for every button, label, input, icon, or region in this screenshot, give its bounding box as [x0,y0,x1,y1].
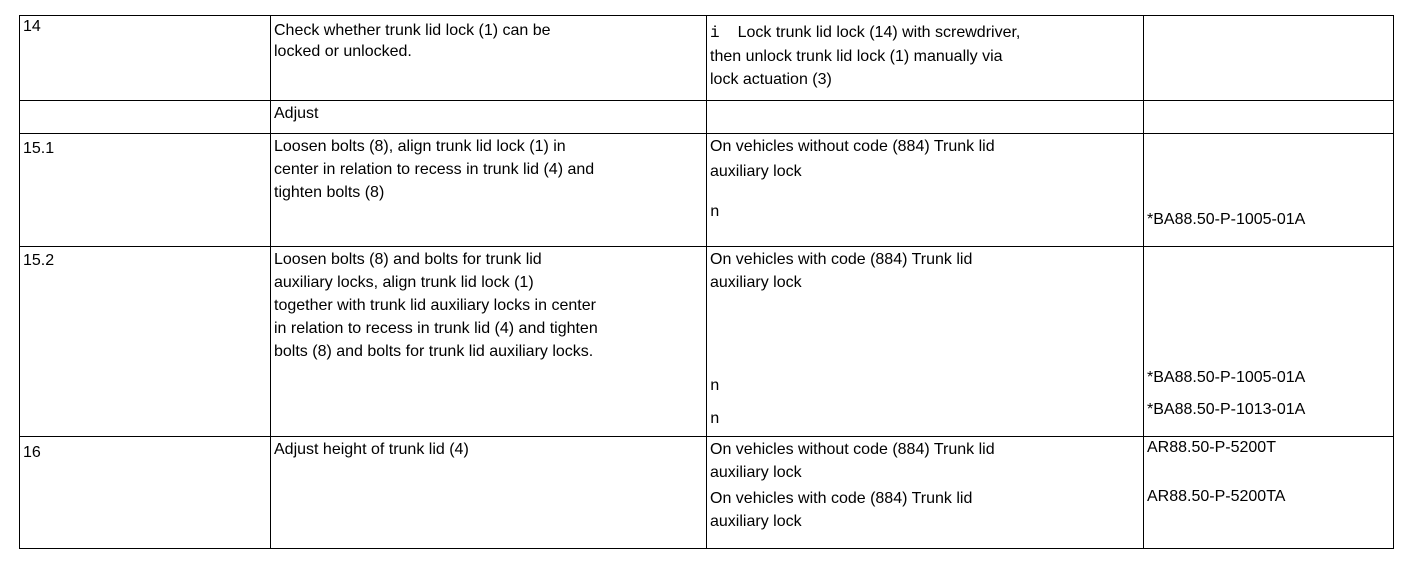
step-number: 15.1 [19,133,271,247]
step-number: 16 [19,436,271,549]
operation-line: in relation to recess in trunk lid (4) a… [274,320,598,337]
operation-line: bolts (8) and bolts for trunk lid auxili… [274,343,594,360]
operation-cell: Adjust [270,100,707,134]
ref-cell: *BA88.50-P-1005-01A [1143,133,1394,247]
table-row: Adjust [19,100,1394,134]
ref-cell: *BA88.50-P-1005-01A *BA88.50-P-1013-01A [1143,246,1394,437]
procedure-table: 14 Check whether trunk lid lock (1) can … [19,15,1394,549]
ref-cell [1143,15,1394,101]
ref-cell [1143,100,1394,134]
table-row: 15.2 Loosen bolts (8) and bolts for trun… [19,246,1394,437]
document-reference[interactable]: *BA88.50-P-1013-01A [1147,401,1306,418]
note-line: auxiliary lock [710,464,802,481]
operation-line: Check whether trunk lid lock (1) can be [274,22,551,39]
info-icon: i [710,24,720,42]
note-line: auxiliary lock [710,163,802,180]
operation-cell: Check whether trunk lid lock (1) can be … [270,15,707,101]
ref-cell: AR88.50-P-5200T AR88.50-P-5200TA [1143,436,1394,549]
operation-line: locked or unlocked. [274,43,412,60]
note-cell: On vehicles without code (884) Trunk lid… [706,133,1144,247]
note-line: auxiliary lock [710,274,802,291]
note-line: lock actuation (3) [710,71,832,88]
operation-cell: Loosen bolts (8) and bolts for trunk lid… [270,246,707,437]
reference-marker: n [710,203,720,221]
reference-marker: n [710,410,720,428]
step-number: 15.2 [19,246,271,437]
operation-line: Loosen bolts (8), align trunk lid lock (… [274,138,566,155]
document-reference[interactable]: *BA88.50-P-1005-01A [1147,211,1306,228]
note-line: On vehicles with code (884) Trunk lid [710,490,973,507]
reference-marker: n [710,377,720,395]
note-line: On vehicles without code (884) Trunk lid [710,138,995,155]
document-reference[interactable]: AR88.50-P-5200TA [1147,488,1286,505]
operation-cell: Adjust height of trunk lid (4) [270,436,707,549]
table-row: 15.1 Loosen bolts (8), align trunk lid l… [19,133,1394,247]
document-reference[interactable]: AR88.50-P-5200T [1147,439,1276,456]
operation-cell: Loosen bolts (8), align trunk lid lock (… [270,133,707,247]
operation-line: center in relation to recess in trunk li… [274,161,595,178]
note-line: On vehicles with code (884) Trunk lid [710,251,973,268]
note-cell: On vehicles with code (884) Trunk lid au… [706,246,1144,437]
step-number [19,100,271,134]
note-line: auxiliary lock [710,513,802,530]
note-cell [706,100,1144,134]
table-row: 16 Adjust height of trunk lid (4) On veh… [19,436,1394,549]
document-reference[interactable]: *BA88.50-P-1005-01A [1147,369,1306,386]
operation-line: together with trunk lid auxiliary locks … [274,297,596,314]
step-number: 14 [19,15,271,101]
operation-line: tighten bolts (8) [274,184,385,201]
operation-line: auxiliary locks, align trunk lid lock (1… [274,274,534,291]
note-line: On vehicles without code (884) Trunk lid [710,441,995,458]
table-row: 14 Check whether trunk lid lock (1) can … [19,15,1394,101]
operation-line: Loosen bolts (8) and bolts for trunk lid [274,251,542,268]
note-cell: On vehicles without code (884) Trunk lid… [706,436,1144,549]
note-line: then unlock trunk lid lock (1) manually … [710,48,1003,65]
